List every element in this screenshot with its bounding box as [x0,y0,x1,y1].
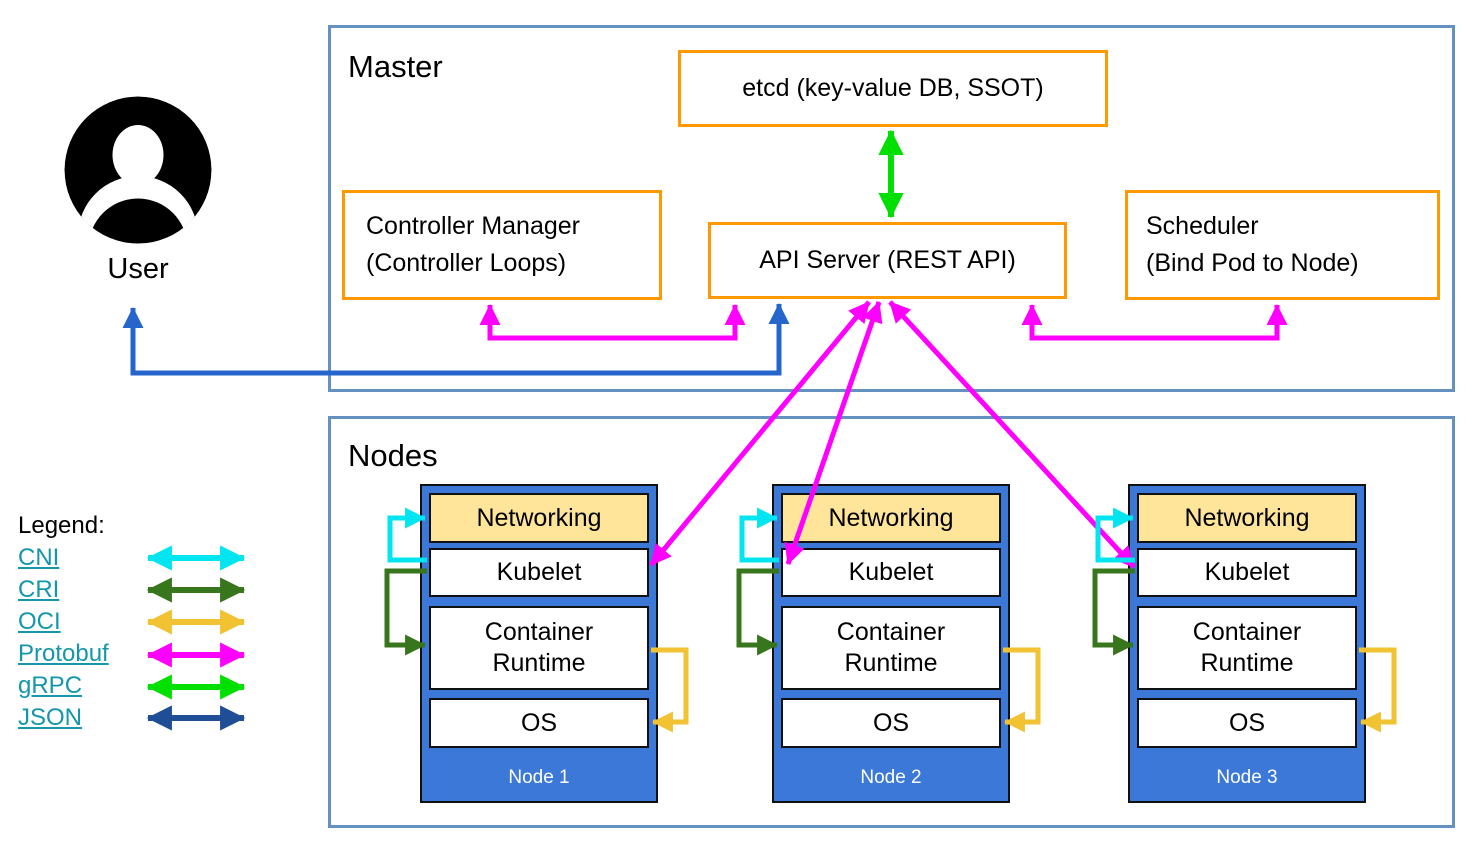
nodes-title: Nodes [348,438,438,473]
kubelet-layer: Kubelet [429,548,649,597]
container-runtime-label: Container Runtime [1192,617,1302,677]
networking-label: Networking [1184,503,1310,532]
legend-link-protobuf[interactable]: Protobuf [18,640,109,667]
legend-link-cni[interactable]: CNI [18,544,60,571]
os-layer: OS [781,698,1001,748]
kubelet-label: Kubelet [496,558,582,586]
user-label: User [107,253,169,285]
node-name: Node 3 [1216,767,1278,788]
container-runtime-layer: Container Runtime [429,606,649,690]
os-layer: OS [1137,698,1357,748]
legend: Legend: CNI CRI OCI Protobuf gRPC JSON [18,509,109,734]
legend-title: Legend: [18,512,105,539]
master-title: Master [348,49,443,84]
scheduler-line2: (Bind Pod to Node) [1146,249,1359,277]
node-name: Node 2 [860,767,922,788]
kubelet-label: Kubelet [1204,558,1290,586]
networking-layer: Networking [781,493,1001,543]
kubelet-layer: Kubelet [781,548,1001,597]
kubelet-label: Kubelet [848,558,934,586]
etcd-box: etcd (key-value DB, SSOT) [678,50,1108,127]
legend-link-json[interactable]: JSON [18,704,83,731]
container-runtime-layer: Container Runtime [781,606,1001,690]
scheduler-line1: Scheduler [1146,212,1259,240]
container-runtime-label: Container Runtime [484,617,594,677]
os-label: OS [520,708,558,737]
etcd-label: etcd (key-value DB, SSOT) [742,74,1044,102]
container-runtime-label: Container Runtime [836,617,946,677]
node-card-3: Networking Kubelet Container Runtime OS … [1128,484,1366,803]
legend-link-cri[interactable]: CRI [18,576,60,603]
api-server-box: API Server (REST API) [708,222,1067,299]
controller-manager-line2: (Controller Loops) [366,249,567,277]
node-card-1: Networking Kubelet Container Runtime OS … [420,484,658,803]
container-runtime-layer: Container Runtime [1137,606,1357,690]
scheduler-box: Scheduler (Bind Pod to Node) [1125,190,1440,300]
node-name: Node 1 [508,767,570,788]
controller-manager-box: Controller Manager (Controller Loops) [342,190,662,300]
os-layer: OS [429,698,649,748]
networking-label: Networking [476,503,602,532]
kubelet-layer: Kubelet [1137,548,1357,597]
networking-layer: Networking [1137,493,1357,543]
user-figure: User [63,95,213,285]
networking-label: Networking [828,503,954,532]
networking-layer: Networking [429,493,649,543]
os-label: OS [872,708,910,737]
node-card-2: Networking Kubelet Container Runtime OS … [772,484,1010,803]
user-icon [64,96,212,244]
legend-link-oci[interactable]: OCI [18,608,61,635]
legend-link-grpc[interactable]: gRPC [18,672,83,699]
api-server-label: API Server (REST API) [759,246,1016,274]
controller-manager-line1: Controller Manager [366,212,580,240]
os-label: OS [1228,708,1266,737]
